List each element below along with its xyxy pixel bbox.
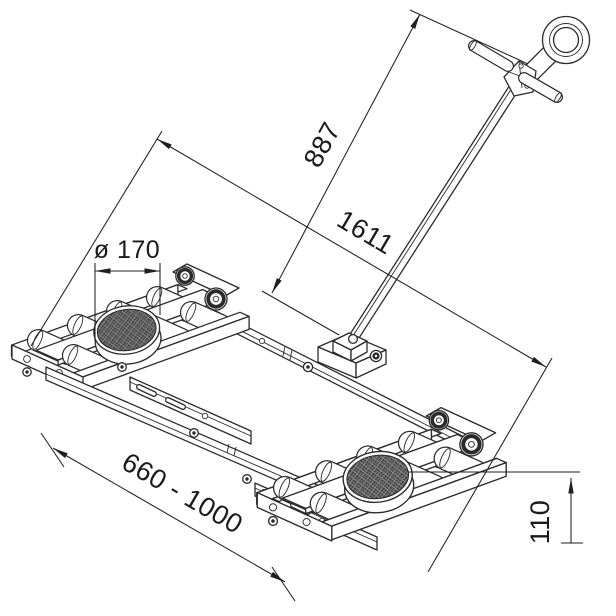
left-clamp-bar [129, 376, 252, 445]
tow-eye-ring [541, 15, 591, 65]
tow-eye-assembly [468, 15, 591, 103]
grip-bar [468, 40, 563, 103]
dimension-pad-diameter-label: ø 170 [94, 236, 160, 264]
dimension-pad-diameter: ø 170 [94, 236, 161, 341]
dimension-887-label: 887 [298, 117, 347, 172]
dimension-110-label: 110 [525, 500, 555, 545]
dimension-1611-label: 1611 [332, 204, 399, 260]
dimension-skate-height: 110 [408, 471, 583, 545]
handle-shaft [347, 79, 523, 344]
dimension-660-1000-label: 660 - 1000 [117, 447, 248, 540]
